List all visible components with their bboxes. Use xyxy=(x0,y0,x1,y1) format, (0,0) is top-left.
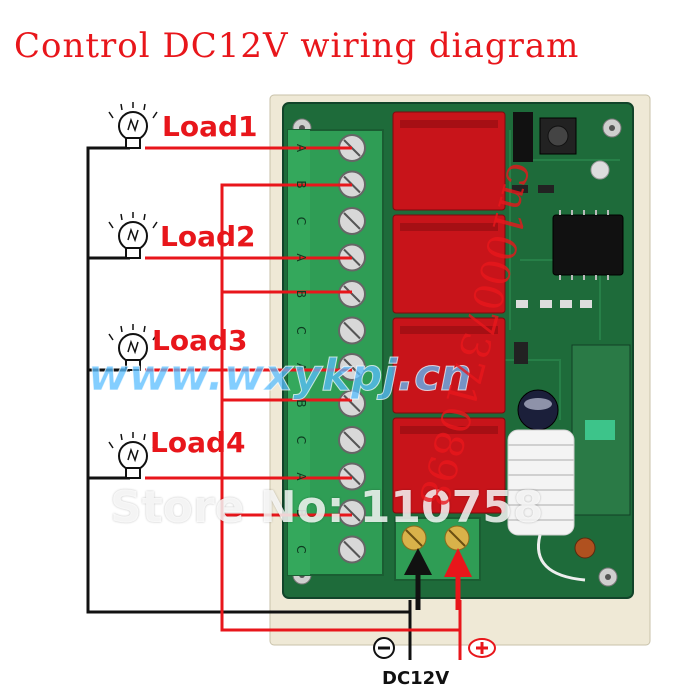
diagram-title: Control DC12V wiring diagram xyxy=(14,26,580,66)
ic-pins xyxy=(559,210,609,280)
receiver-trimmer xyxy=(585,420,615,440)
light-bulb-icon xyxy=(108,324,158,371)
terminal-screw xyxy=(338,353,366,381)
relays xyxy=(392,111,506,514)
negative-symbol xyxy=(373,637,395,659)
load4-label: Load4 xyxy=(150,426,246,459)
light-bulb-icon xyxy=(108,102,158,149)
relay-3 xyxy=(392,317,506,414)
terminal-screw xyxy=(338,280,366,308)
relay-1 xyxy=(392,111,506,211)
light-bulb-icon xyxy=(108,212,158,259)
load3-label: Load3 xyxy=(152,324,248,357)
jumper xyxy=(513,112,533,162)
red-arrow xyxy=(444,548,472,610)
terminal-letters: A B C A B C A B C A B C xyxy=(294,144,308,554)
terminal-letter: B xyxy=(294,399,308,407)
terminal-screw xyxy=(338,389,366,418)
terminal-screw xyxy=(338,426,366,454)
learn-button xyxy=(547,125,569,147)
inductor xyxy=(574,537,596,559)
terminal-letter: A xyxy=(294,144,308,153)
site-watermark: www.wxykpj.cn xyxy=(88,350,473,402)
relay-2 xyxy=(392,214,506,314)
black-arrow xyxy=(404,548,432,610)
terminal-screw xyxy=(338,316,366,345)
load2-label: Load2 xyxy=(160,220,256,253)
terminal-letter: C xyxy=(294,217,308,225)
light-bulb-icon xyxy=(108,432,158,479)
terminal-letter: B xyxy=(294,509,308,517)
terminal-screw xyxy=(338,207,366,235)
light-bulbs xyxy=(108,102,158,479)
terminal-letter: C xyxy=(294,545,308,553)
led xyxy=(590,160,610,180)
terminal-letter: B xyxy=(294,290,308,298)
terminal-letter: B xyxy=(294,180,308,188)
terminal-letter: A xyxy=(294,363,308,372)
load1-label: Load1 xyxy=(162,110,258,143)
terminal-letter: A xyxy=(294,472,308,481)
dc12v-label: DC12V xyxy=(382,668,450,689)
store-watermark: Store No: 110758 xyxy=(110,482,544,533)
black-wires xyxy=(86,146,412,660)
relay-4 xyxy=(392,417,506,514)
vertical-watermark-wrap: cn100073710898 xyxy=(409,158,700,511)
smd-components xyxy=(512,185,592,364)
terminal-screw xyxy=(338,535,366,564)
terminal-label-band xyxy=(288,130,310,575)
terminal-screw xyxy=(338,499,366,527)
antenna-coil xyxy=(507,429,586,582)
terminal-letter: C xyxy=(294,436,308,444)
terminal-letter: C xyxy=(294,326,308,334)
terminal-letter: A xyxy=(294,253,308,262)
ic-chip xyxy=(552,214,624,276)
positive-symbol xyxy=(468,638,496,658)
